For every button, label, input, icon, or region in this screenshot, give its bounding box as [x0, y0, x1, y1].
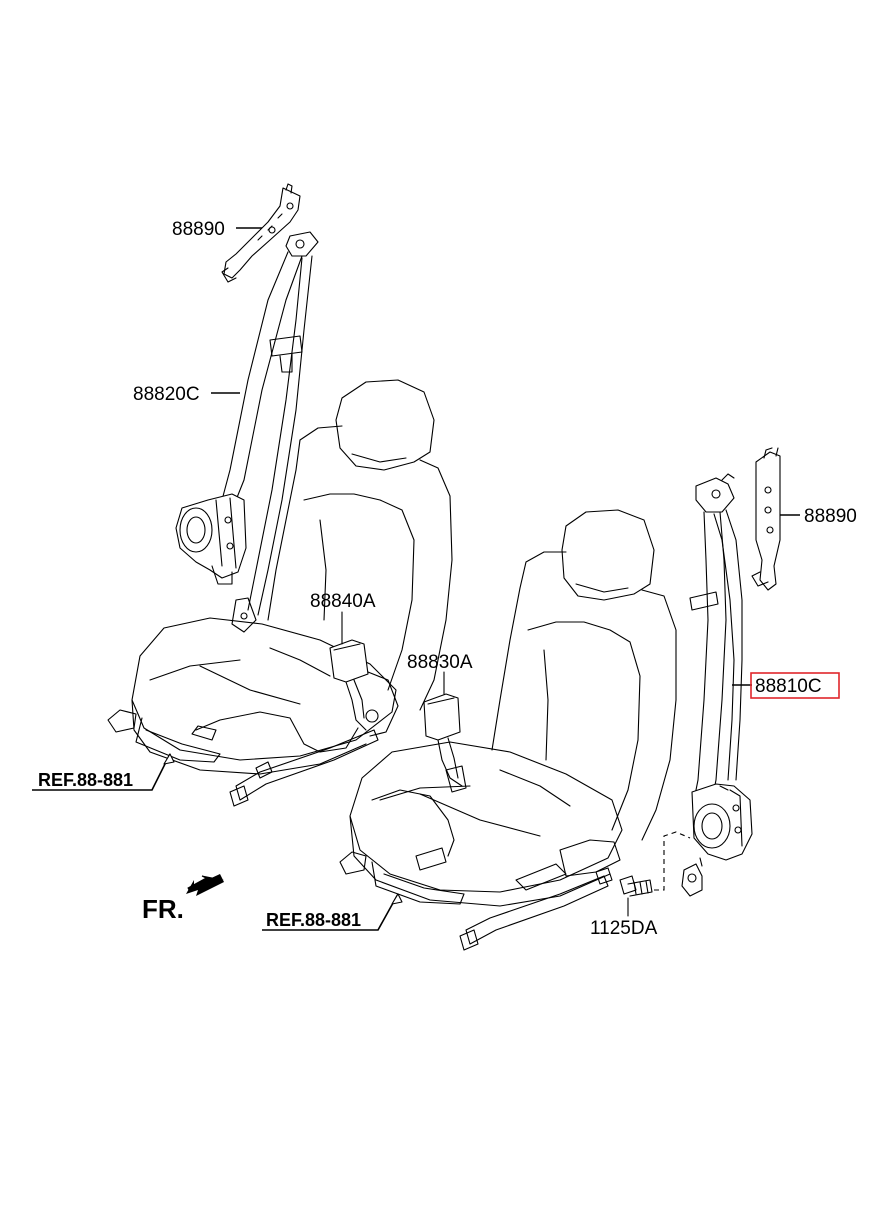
right-height-adjuster-88890[interactable] — [751, 447, 781, 591]
label-1125da[interactable]: 1125DA — [590, 918, 658, 939]
right-buckle-88830a[interactable] — [423, 693, 467, 793]
right-seat — [339, 509, 677, 951]
bolt-alignment-line — [654, 831, 691, 891]
label-88820c[interactable]: 88820C — [133, 384, 200, 405]
left-height-adjuster-88890[interactable] — [221, 183, 301, 283]
label-88810c[interactable]: 88810C — [755, 676, 822, 697]
front-direction-label: FR. — [142, 894, 184, 924]
left-buckle-88840a[interactable] — [329, 639, 369, 731]
ref-label-left[interactable]: REF.88-881 — [38, 770, 133, 790]
label-88830a[interactable]: 88830A — [407, 652, 473, 673]
right-belt-assembly-88810c[interactable] — [681, 473, 753, 897]
label-88890-left[interactable]: 88890 — [172, 219, 225, 240]
ref-label-right[interactable]: REF.88-881 — [266, 910, 361, 930]
front-direction-arrow-icon — [186, 874, 224, 896]
leader-lines — [32, 227, 800, 931]
label-88840a[interactable]: 88840A — [310, 591, 376, 612]
label-88890-right[interactable]: 88890 — [804, 506, 857, 527]
highlight-box — [750, 672, 840, 699]
left-belt-assembly-88820c[interactable] — [175, 231, 319, 633]
bolt-1125da[interactable] — [619, 875, 653, 897]
left-seat — [107, 379, 453, 807]
